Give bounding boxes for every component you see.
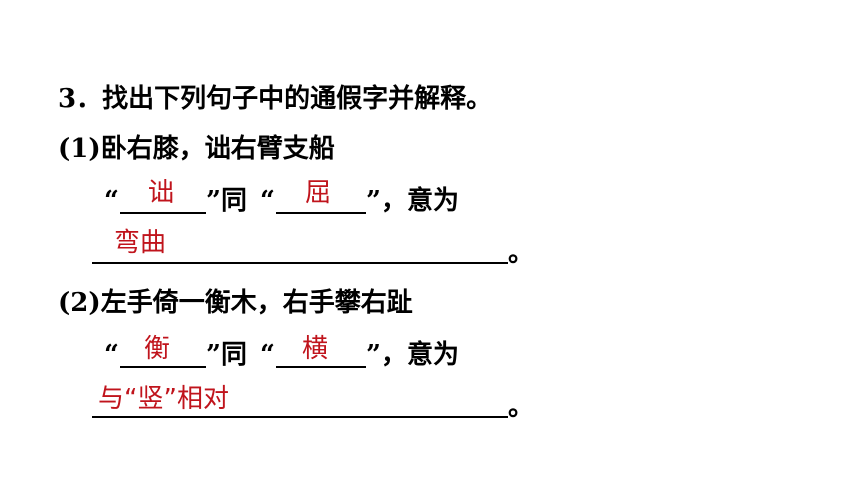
item-1-answer-meaning: 弯曲 [114, 228, 167, 258]
item-1-quote-open-2: “ [260, 186, 275, 216]
item-2-quote-close-1: ”同 [206, 340, 247, 370]
item-2-quote-open-1: “ [104, 340, 119, 370]
item-1-quote-open-1: “ [104, 186, 119, 216]
item-2-blank-same[interactable] [276, 366, 366, 368]
item-2-quote-open-2: “ [260, 340, 275, 370]
item-2-answer-meaning: 与“竖”相对 [98, 384, 229, 414]
item-1-blank-same[interactable] [276, 212, 366, 214]
item-2-end-mark: 。 [508, 392, 535, 422]
item-1-blank-char[interactable] [120, 212, 206, 214]
item-1-end-mark: 。 [508, 238, 535, 268]
item-1-answer-char: 诎 [148, 178, 175, 208]
item-2-answer-same: 横 [302, 334, 329, 364]
item-1-blank-meaning[interactable] [92, 262, 508, 264]
item-1-answer-same: 屈 [305, 178, 332, 208]
item-1-quote-close-2: ”，意为 [366, 186, 459, 216]
item-2-quote-close-2: ”，意为 [366, 340, 459, 370]
item-2-blank-meaning[interactable] [92, 416, 508, 418]
item-2-answer-char: 衡 [144, 334, 171, 364]
question-title: 3．找出下列句子中的通假字并解释。 [58, 84, 493, 114]
item-1-quote-close-1: ”同 [206, 186, 247, 216]
item-1-sentence: (1)卧右膝，诎右臂支船 [58, 134, 335, 164]
item-2-blank-char[interactable] [120, 366, 206, 368]
item-2-sentence: (2)左手倚一衡木，右手攀右趾 [58, 288, 413, 318]
